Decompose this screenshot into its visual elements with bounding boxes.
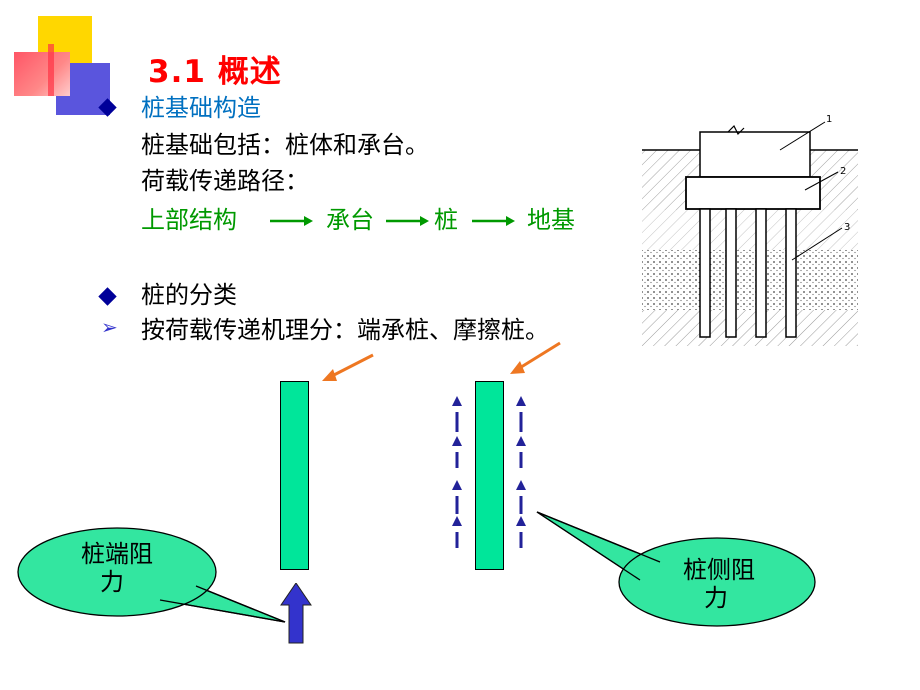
up-arrow-icon (452, 516, 462, 548)
figure-label-2: 2 (840, 166, 846, 177)
up-arrow-icon (516, 516, 526, 548)
friction-pile (475, 381, 504, 570)
callout-end-resistance-line2: 力 (100, 568, 124, 596)
callout-side-resistance: 桩侧阻 力 (664, 556, 774, 612)
flow-arrow-icon (472, 216, 515, 226)
figure-label-1: 1 (826, 114, 832, 125)
structure-text-line1: 桩基础包括：桩体和承台。 (141, 131, 429, 159)
up-arrow-icon (452, 436, 462, 468)
callout-side-resistance-line1: 桩侧阻 (683, 556, 755, 584)
section-heading-classification: 桩的分类 (141, 281, 237, 309)
arrow-bullet-icon: ➢ (101, 315, 118, 339)
structure-text-line2: 荷载传递路径： (141, 167, 309, 195)
page-title: 3.1 概述 (148, 54, 282, 90)
end-resistance-arrow-icon (280, 583, 312, 644)
callout-end-resistance-line1: 桩端阻 (81, 540, 153, 568)
up-arrow-icon (452, 396, 462, 432)
callout-side-resistance-line2: 力 (704, 584, 728, 612)
up-arrow-icon (452, 480, 462, 514)
up-arrow-icon (516, 480, 526, 514)
flow-step-foundation: 地基 (527, 206, 575, 234)
flow-step-pile: 桩 (434, 206, 458, 234)
end-bearing-pile (280, 381, 309, 570)
figure-label-3: 3 (844, 222, 850, 233)
flow-arrow-icon (270, 216, 313, 226)
classification-text: 按荷载传递机理分：端承桩、摩擦桩。 (141, 316, 549, 344)
callout-end-resistance: 桩端阻 力 (62, 540, 172, 596)
section-heading-structure: 桩基础构造 (141, 94, 261, 122)
decor-square-red (14, 52, 70, 96)
pile-foundation-figure: 1 2 3 (640, 110, 862, 350)
flow-step-superstructure: 上部结构 (141, 206, 237, 234)
decor-bar (48, 44, 54, 96)
flow-step-cap: 承台 (326, 206, 374, 234)
up-arrow-icon (516, 436, 526, 468)
flow-arrow-icon (386, 216, 429, 226)
up-arrow-icon (516, 396, 526, 432)
